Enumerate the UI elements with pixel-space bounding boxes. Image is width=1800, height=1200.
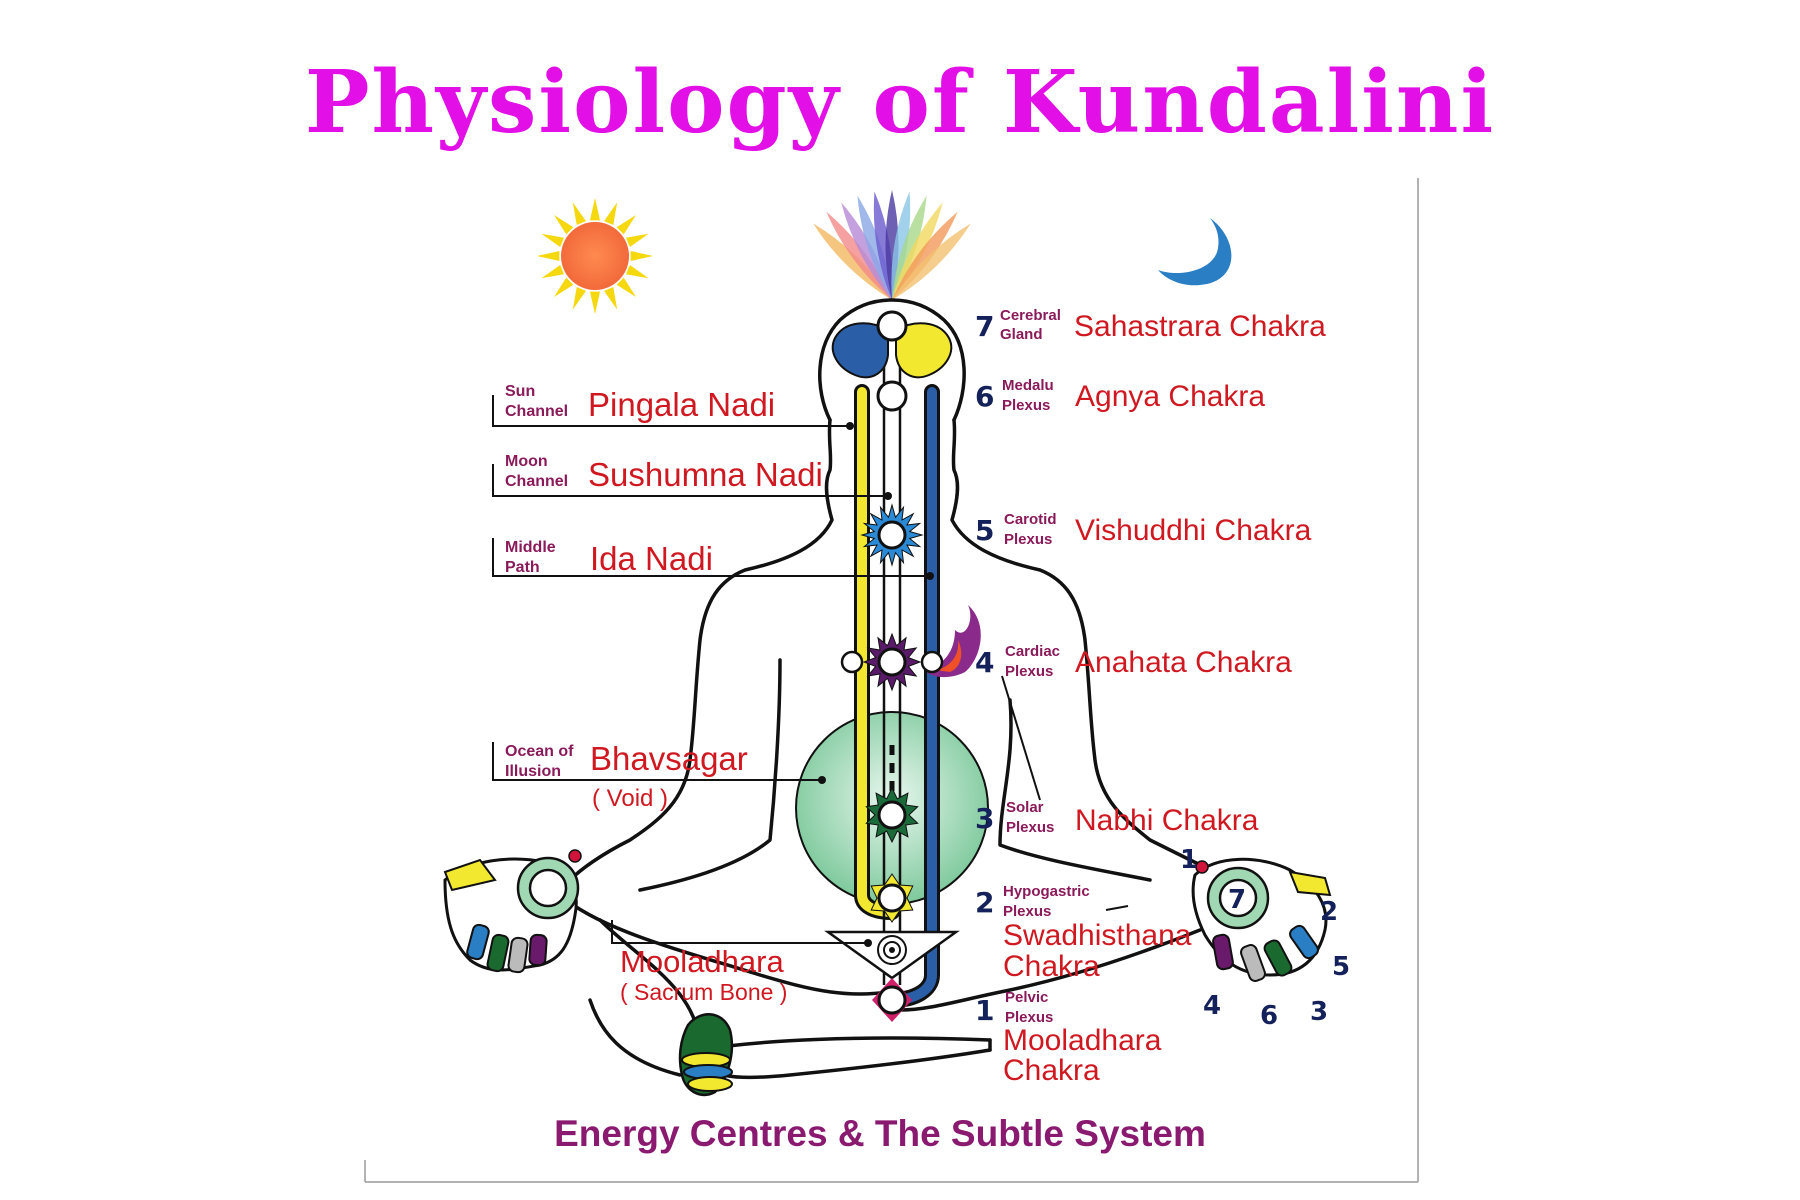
- svg-text:Plexus: Plexus: [1003, 903, 1051, 920]
- svg-text:Moon: Moon: [505, 453, 548, 470]
- page-title: Physiology of Kundalini: [304, 52, 1496, 153]
- label-chakra-2: 2 Hypogastric Plexus Swadhisthana Chakra: [975, 883, 1192, 983]
- chakra-1-node: [872, 978, 912, 1022]
- svg-text:Chakra: Chakra: [1003, 1054, 1100, 1087]
- svg-text:Cerebral: Cerebral: [1000, 307, 1061, 324]
- svg-text:Pingala Nadi: Pingala Nadi: [588, 386, 775, 423]
- label-mooladhara-bone: Mooladhara ( Sacrum Bone ): [620, 944, 787, 1005]
- svg-text:Agnya Chakra: Agnya Chakra: [1075, 380, 1265, 413]
- label-chakra-3: 3 Solar Plexus Nabhi Chakra: [975, 799, 1259, 837]
- svg-text:Solar: Solar: [1006, 799, 1044, 816]
- chakra-7-node: [876, 310, 908, 342]
- svg-text:Plexus: Plexus: [1005, 663, 1053, 680]
- svg-text:Plexus: Plexus: [1004, 531, 1052, 548]
- label-pingala: Sun Channel Pingala Nadi: [505, 383, 775, 423]
- svg-text:1: 1: [975, 994, 994, 1027]
- svg-text:Illusion: Illusion: [505, 763, 561, 780]
- svg-text:Sushumna Nadi: Sushumna Nadi: [588, 456, 823, 493]
- chakra-5-node: [860, 503, 924, 567]
- svg-text:Anahata Chakra: Anahata Chakra: [1075, 646, 1292, 679]
- svg-text:Channel: Channel: [505, 473, 568, 490]
- svg-text:Mooladhara: Mooladhara: [1003, 1024, 1162, 1057]
- crown-rays-icon: [813, 190, 971, 300]
- label-chakra-5: 5 Carotid Plexus Vishuddhi Chakra: [975, 511, 1312, 548]
- label-chakra-1: 1 Pelvic Plexus Mooladhara Chakra: [975, 989, 1162, 1087]
- chakra-4-node: [862, 632, 922, 692]
- left-leader-lines: [492, 395, 930, 944]
- svg-text:3: 3: [1310, 997, 1328, 1027]
- chakra-2-node: [870, 873, 914, 923]
- left-hand-icon: [443, 849, 582, 974]
- svg-text:Middle: Middle: [505, 539, 556, 556]
- svg-text:Sahastrara Chakra: Sahastrara Chakra: [1074, 310, 1326, 343]
- moon-icon: [1158, 218, 1232, 286]
- svg-text:7: 7: [1228, 885, 1246, 915]
- svg-text:Plexus: Plexus: [1002, 397, 1050, 414]
- svg-text:5: 5: [1332, 952, 1350, 982]
- body-outline: [558, 298, 1217, 1080]
- chakra-6-node: [876, 380, 908, 412]
- hand-numbers: 7 1 2 5 3 6 4: [1180, 845, 1350, 1031]
- svg-text:Channel: Channel: [505, 403, 568, 420]
- label-bhavsagar: Ocean of Illusion Bhavsagar ( Void ): [505, 740, 748, 812]
- svg-text:4: 4: [975, 646, 994, 679]
- label-sushumna: Moon Channel Sushumna Nadi: [505, 453, 823, 493]
- svg-text:Ida Nadi: Ida Nadi: [590, 540, 713, 577]
- label-chakra-7: 7 Cerebral Gland Sahastrara Chakra: [975, 307, 1326, 343]
- svg-text:1: 1: [1180, 845, 1198, 875]
- chakra-nodes: [840, 310, 944, 1022]
- svg-text:Swadhisthana: Swadhisthana: [1003, 919, 1192, 952]
- svg-text:Sun: Sun: [505, 383, 535, 400]
- svg-text:Path: Path: [505, 559, 540, 576]
- svg-text:Mooladhara: Mooladhara: [620, 944, 784, 979]
- svg-text:6: 6: [1260, 1001, 1278, 1031]
- svg-text:( Sacrum Bone ): ( Sacrum Bone ): [620, 979, 787, 1005]
- svg-text:3: 3: [975, 802, 994, 835]
- sun-icon: [537, 198, 653, 314]
- svg-text:7: 7: [975, 310, 994, 343]
- svg-text:( Void ): ( Void ): [592, 785, 668, 812]
- chakra-3-node: [865, 786, 919, 844]
- svg-text:Gland: Gland: [1000, 326, 1043, 343]
- diagram-caption: Energy Centres & The Subtle System: [554, 1113, 1206, 1154]
- svg-text:Pelvic: Pelvic: [1005, 989, 1048, 1006]
- svg-text:Carotid: Carotid: [1004, 511, 1057, 528]
- svg-text:Medalu: Medalu: [1002, 377, 1054, 394]
- svg-text:2: 2: [1320, 897, 1338, 927]
- label-ida: Middle Path Ida Nadi: [505, 539, 713, 577]
- svg-text:Chakra: Chakra: [1003, 950, 1100, 983]
- svg-text:4: 4: [1203, 991, 1221, 1021]
- foot-icon: [678, 1013, 734, 1097]
- svg-text:Hypogastric: Hypogastric: [1003, 883, 1090, 900]
- svg-text:Plexus: Plexus: [1005, 1009, 1053, 1026]
- label-chakra-6: 6 Medalu Plexus Agnya Chakra: [975, 377, 1265, 414]
- svg-text:Vishuddhi Chakra: Vishuddhi Chakra: [1075, 514, 1312, 547]
- svg-text:Ocean of: Ocean of: [505, 743, 574, 760]
- svg-text:Plexus: Plexus: [1006, 819, 1054, 836]
- flame-icon: [925, 605, 981, 678]
- label-chakra-4: 4 Cardiac Plexus Anahata Chakra: [975, 643, 1292, 680]
- right-hand-icon: [1191, 857, 1332, 982]
- svg-text:Nabhi Chakra: Nabhi Chakra: [1075, 804, 1259, 837]
- svg-text:6: 6: [975, 380, 994, 413]
- svg-text:5: 5: [975, 514, 994, 547]
- svg-text:2: 2: [975, 886, 994, 919]
- svg-text:Cardiac: Cardiac: [1005, 643, 1060, 660]
- svg-text:Bhavsagar: Bhavsagar: [590, 740, 748, 777]
